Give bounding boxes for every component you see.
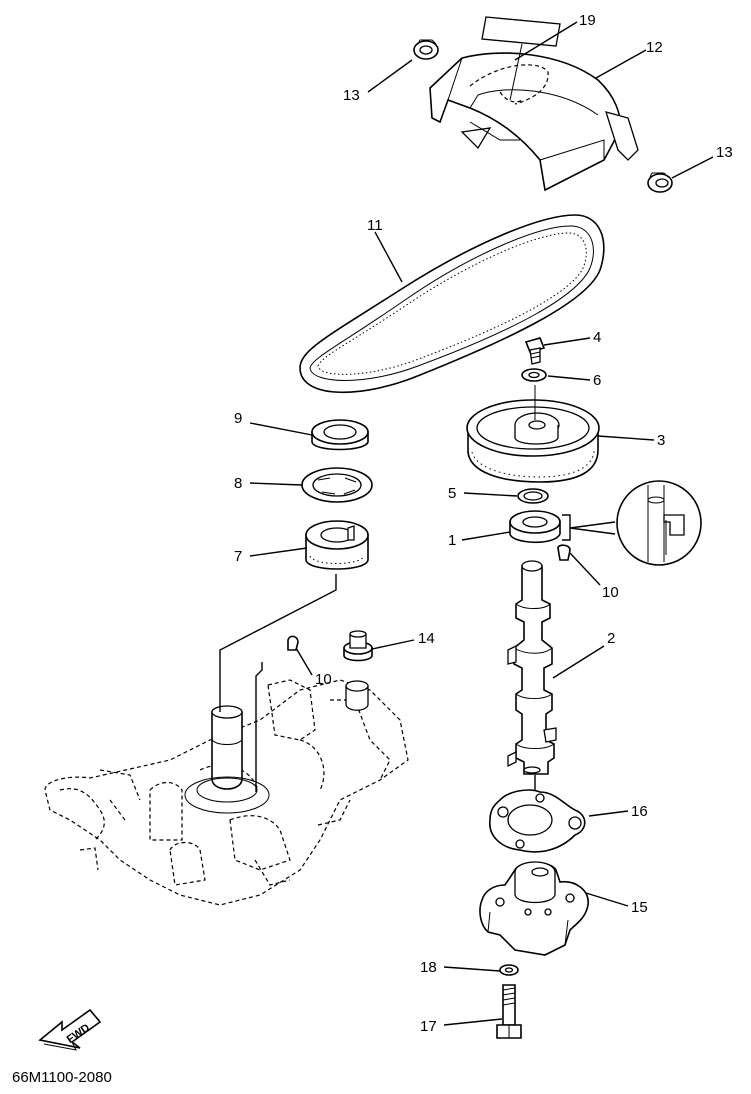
callout-13-left: 13: [343, 87, 360, 104]
part-13-grommet-left: [413, 39, 439, 60]
part-3-camshaft-pulley: [466, 385, 600, 483]
part-9-oil-seal: [311, 419, 369, 451]
callout-19: 19: [579, 12, 596, 29]
callout-14: 14: [418, 630, 435, 647]
bearing-bracket: [562, 514, 616, 541]
alignment-line-key: [255, 662, 263, 792]
part-18-washer: [499, 964, 519, 976]
part-7-crank-pulley: [305, 520, 369, 570]
callout-10-camshaft: 10: [602, 584, 619, 601]
figure-code: 66M1100-2080: [12, 1069, 112, 1086]
callout-6: 6: [593, 372, 601, 389]
key-detail-inset: [616, 480, 702, 566]
callout-8: 8: [234, 475, 242, 492]
callout-11: 11: [367, 217, 383, 234]
fwd-direction-arrow: FWD: [38, 1008, 102, 1051]
callout-17: 17: [420, 1018, 437, 1035]
callout-15: 15: [631, 899, 648, 916]
part-1-bearing: [509, 510, 561, 544]
leader-lines: [249, 21, 714, 1026]
part-14-grommet: [343, 630, 373, 662]
callout-5: 5: [448, 485, 456, 502]
part-4-bolt: [524, 337, 546, 365]
part-2-camshaft: [507, 560, 557, 775]
callout-1: 1: [448, 532, 456, 549]
callout-2: 2: [607, 630, 615, 647]
part-16-gasket: [489, 789, 586, 853]
part-11-timing-belt: [299, 214, 605, 394]
callout-labels: 19 12 13 13 11 4 6 3 9 8 5 1 7 10 14 2 1…: [234, 12, 733, 1035]
part-10-key-camshaft: [557, 544, 571, 561]
part-13-grommet-right: [647, 172, 673, 193]
camshaft-bore-stub: [345, 680, 369, 711]
part-15-oil-pump: [479, 861, 589, 956]
callout-10-crank: 10: [315, 671, 332, 688]
callout-16: 16: [631, 803, 648, 820]
callout-7: 7: [234, 548, 242, 565]
part-8-plate: [301, 467, 373, 503]
callout-12: 12: [646, 39, 663, 56]
callout-9: 9: [234, 410, 242, 427]
part-12-belt-cover: [429, 43, 639, 192]
part-17-bolt: [496, 984, 522, 1039]
alignment-line-crank: [219, 574, 337, 712]
part-5-ring: [517, 488, 549, 504]
part-6-washer: [521, 368, 547, 382]
callout-4: 4: [593, 329, 601, 346]
callout-13-right: 13: [716, 144, 733, 161]
callout-18: 18: [420, 959, 437, 976]
part-19-label: [481, 16, 561, 47]
callout-3: 3: [657, 432, 665, 449]
